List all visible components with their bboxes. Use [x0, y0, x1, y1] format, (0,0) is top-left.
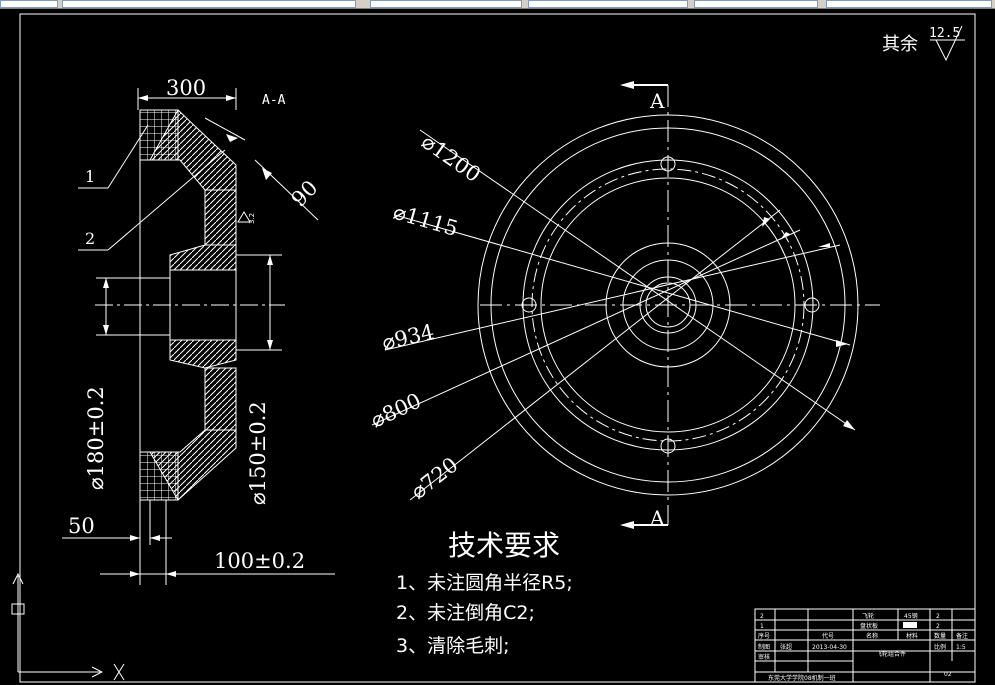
- dim-d720: ⌀720: [406, 453, 462, 504]
- roughness-symbol-icon: [930, 25, 965, 62]
- toolbar-linetype-dropdown[interactable]: [528, 0, 688, 8]
- cad-toolbar-strip: [0, 0, 995, 9]
- section-title: A-A: [262, 93, 286, 108]
- tb-scale: 1:5: [956, 644, 966, 651]
- roughness-value: 12.5: [929, 26, 960, 41]
- tb-scale-label: 比例: [934, 643, 946, 651]
- tb-material: 45钢: [904, 612, 918, 620]
- front-view: A A ⌀1200 ⌀1115 ⌀934 ⌀800 ⌀720: [367, 81, 880, 530]
- tb-part-name: 飞轮: [862, 612, 874, 620]
- cut-label-bottom: A: [649, 506, 665, 530]
- tech-line-1: 1、未注圆角半径R5;: [396, 572, 573, 594]
- dim-angle-90: 90: [287, 176, 323, 212]
- ucs-icon: [11, 572, 125, 681]
- section-view: A-A 300 90 3.2 1: [62, 76, 335, 585]
- tb-assembly: 飞轮组合件: [876, 650, 906, 658]
- dim-dia-180: ⌀180±0.2: [84, 386, 108, 490]
- dim-d1115: ⌀1115: [391, 200, 461, 241]
- cut-label-top: A: [649, 89, 665, 113]
- tech-requirements: 技术要求 1、未注圆角半径R5; 2、未注倒角C2; 3、清除毛刺;: [396, 529, 573, 657]
- tb-mat-label: 材料: [906, 632, 918, 640]
- dim-width-300: 300: [166, 76, 206, 100]
- tb-draw-label: 制图: [758, 643, 770, 651]
- tb-seq-label: 序号: [758, 632, 770, 640]
- toolbar-plotstyle-dropdown[interactable]: [826, 0, 992, 8]
- title-block: 2 飞轮 45钢 2 1 盘状板 2 序号 代号 名称 材料 数量 备注 制图 …: [754, 608, 976, 683]
- toolbar-color-dropdown[interactable]: [370, 0, 522, 8]
- tb-name-label: 名称: [866, 632, 878, 640]
- tech-line-2: 2、未注倒角C2;: [396, 602, 535, 624]
- roughness-label: 其余: [882, 34, 918, 55]
- leader-2: 2: [85, 229, 95, 248]
- drawing-frame: [19, 13, 976, 683]
- tb-school: 东莞大学学院08机制一班: [768, 674, 836, 682]
- leader-1: 1: [85, 167, 95, 186]
- tb-row1-qty: 2: [936, 623, 940, 630]
- tb-count-label: 数量: [934, 632, 946, 640]
- tech-title: 技术要求: [448, 529, 560, 562]
- dim-length-100: 100±0.2: [214, 549, 305, 573]
- dim-d800: ⌀800: [367, 388, 425, 432]
- tb-date: 2013-04-30: [812, 644, 847, 651]
- tb-code-label: 代号: [822, 632, 834, 640]
- dim-d934: ⌀934: [380, 320, 437, 355]
- dim-dia-150: ⌀150±0.2: [246, 401, 270, 505]
- tb-row1-name: 盘状板: [860, 622, 878, 630]
- dim-d1200: ⌀1200: [417, 129, 485, 187]
- toolbar-layer-dropdown[interactable]: [62, 0, 356, 8]
- dim-offset-50: 50: [68, 514, 95, 538]
- tb-drawer: 张超: [780, 643, 792, 651]
- tb-check-label: 审核: [758, 653, 770, 661]
- roughness-small: 3.2: [248, 213, 256, 224]
- tb-note-label: 备注: [956, 632, 968, 640]
- tb-sheet: 02: [944, 671, 952, 678]
- toolbar-lineweight-dropdown[interactable]: [694, 0, 818, 8]
- toolbar-field-1[interactable]: [0, 0, 58, 8]
- tech-line-3: 3、清除毛刺;: [396, 635, 510, 657]
- drawing-canvas[interactable]: 其余 12.5 A-A 300 90 3.: [0, 9, 995, 685]
- tb-qty: 2: [936, 613, 940, 620]
- tb-row2-seq: 2: [760, 613, 764, 620]
- tb-row1-seq: 1: [760, 623, 764, 630]
